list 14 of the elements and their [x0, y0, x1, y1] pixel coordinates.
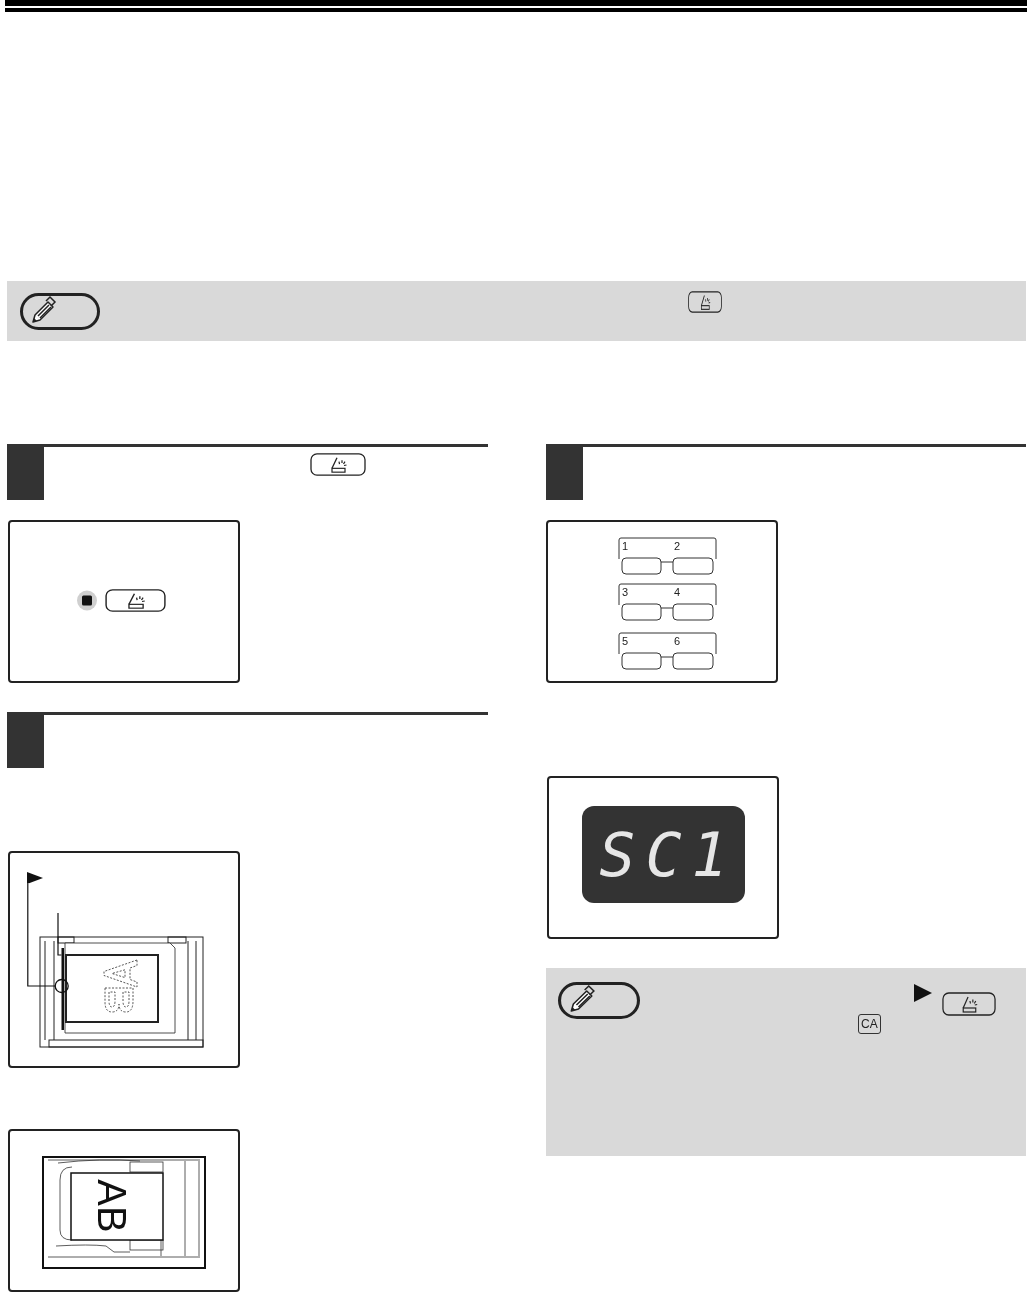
button-number: 3 — [622, 587, 629, 598]
clear-key: CA — [858, 1014, 881, 1034]
marker-triangle — [27, 872, 43, 884]
button-number: 4 — [674, 587, 681, 598]
scale-bar — [61, 948, 64, 1030]
leader-line — [27, 883, 56, 987]
leader-line — [57, 912, 63, 956]
display-readout: SC1 — [598, 824, 738, 885]
button-number: 5 — [622, 636, 629, 647]
document-letters: AB — [90, 1179, 134, 1233]
button-number: 2 — [674, 541, 681, 552]
button-number: 1 — [622, 541, 629, 552]
alignment-circle — [54, 978, 69, 994]
button-number: 6 — [674, 636, 681, 647]
